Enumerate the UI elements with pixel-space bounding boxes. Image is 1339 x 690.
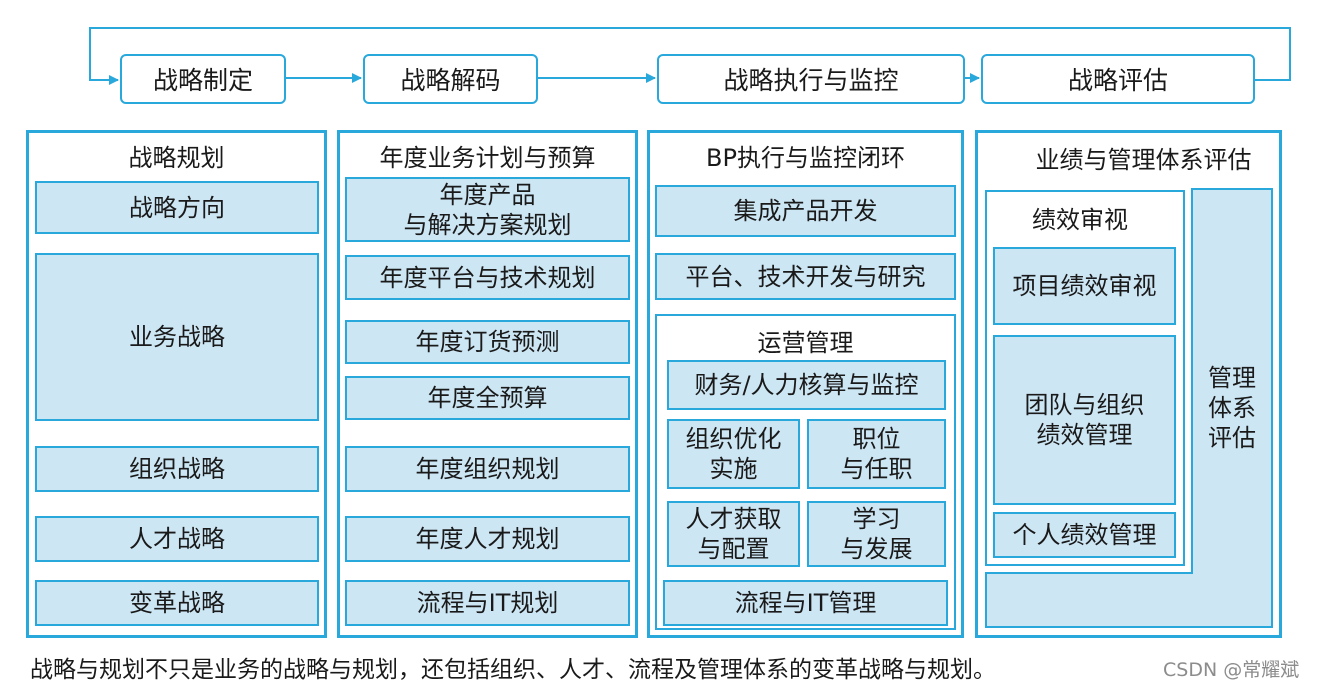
- box-org-strategy: 组织战略: [35, 446, 319, 492]
- feedback-loop-line: [89, 27, 1291, 85]
- box-individual-performance: 个人绩效管理: [993, 512, 1176, 558]
- column-title: 业绩与管理体系评估: [1035, 145, 1252, 174]
- box-process-it-management: 流程与IT管理: [663, 580, 948, 626]
- header-strategy-decoding: 战略解码: [363, 54, 538, 104]
- box-talent-acquisition: 人才获取 与配置: [667, 501, 800, 567]
- column-title: BP执行与监控闭环: [706, 143, 905, 172]
- box-ipd: 集成产品开发: [655, 185, 956, 237]
- box-position-qualification: 职位 与任职: [807, 419, 946, 489]
- header-strategy-formulation: 战略制定: [120, 54, 286, 104]
- column-title: 战略规划: [128, 143, 225, 172]
- column-title: 年度业务计划与预算: [379, 143, 596, 172]
- box-annual-full-budget: 年度全预算: [345, 376, 630, 420]
- box-annual-talent-plan: 年度人才规划: [345, 516, 630, 562]
- diagram-caption: 战略与规划不只是业务的战略与规划，还包括组织、人才、流程及管理体系的变革战略与规…: [30, 657, 996, 683]
- watermark: CSDN @常耀斌: [1163, 659, 1300, 681]
- box-talent-strategy: 人才战略: [35, 516, 319, 562]
- box-org-optimization: 组织优化 实施: [667, 419, 800, 489]
- box-team-org-performance: 团队与组织 绩效管理: [993, 335, 1176, 505]
- box-annual-order-forecast: 年度订货预测: [345, 320, 630, 364]
- ops-management-title: 运营管理: [757, 328, 854, 357]
- box-strategic-direction: 战略方向: [35, 181, 319, 234]
- box-platform-tech-research: 平台、技术开发与研究: [655, 253, 956, 300]
- box-annual-product-solution: 年度产品 与解决方案规划: [345, 177, 630, 242]
- box-project-performance: 项目绩效审视: [993, 247, 1176, 325]
- mgmt-system-base: [985, 572, 1273, 628]
- box-finance-hr-accounting: 财务/人力核算与监控: [667, 360, 946, 410]
- box-process-it-plan: 流程与IT规划: [345, 580, 630, 626]
- mgmt-system-edge: [985, 572, 1193, 574]
- box-annual-platform-tech: 年度平台与技术规划: [345, 255, 630, 300]
- header-execution-monitoring: 战略执行与监控: [657, 54, 965, 104]
- box-transformation-strategy: 变革战略: [35, 580, 319, 626]
- header-strategy-evaluation: 战略评估: [981, 54, 1255, 104]
- box-learning-development: 学习 与发展: [807, 501, 946, 567]
- box-annual-org-plan: 年度组织规划: [345, 446, 630, 492]
- flow-connectors: [89, 27, 1291, 85]
- box-mgmt-system-eval: 管理 体系 评估: [1191, 188, 1273, 626]
- box-business-strategy: 业务战略: [35, 253, 319, 421]
- performance-review-title: 绩效审视: [1032, 205, 1128, 234]
